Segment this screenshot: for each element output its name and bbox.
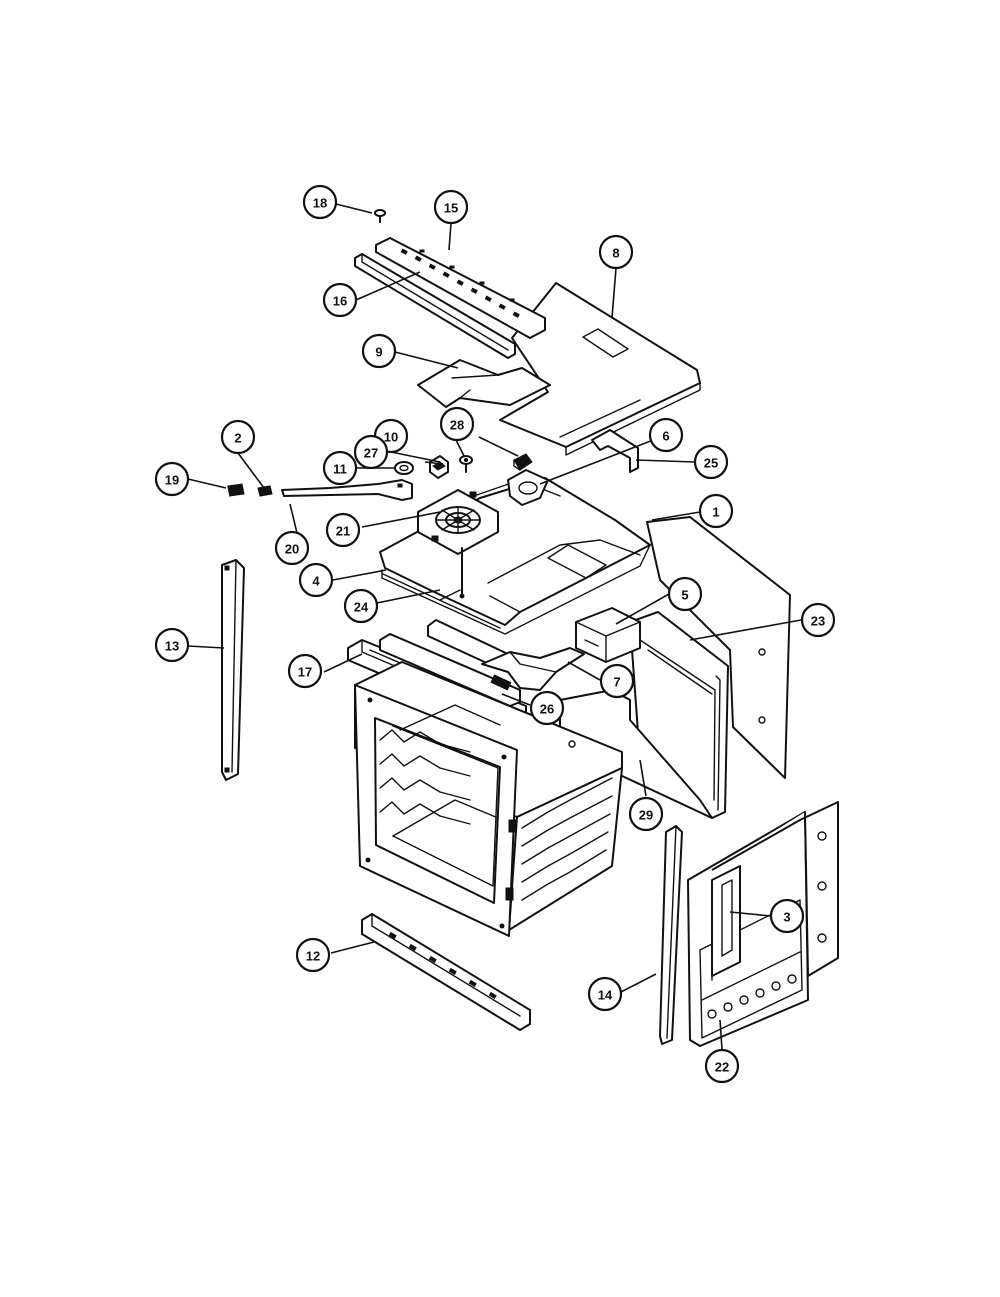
callout-21: 21 (325, 512, 361, 548)
callout-7: 7 (599, 663, 635, 699)
part-bracket-25 (591, 429, 639, 473)
svg-text:26: 26 (540, 702, 554, 717)
callout-22: 22 (704, 1048, 740, 1084)
svg-text:27: 27 (364, 446, 378, 461)
leader-lines (187, 203, 802, 1050)
svg-text:10: 10 (384, 430, 398, 445)
callout-3: 3 (769, 898, 805, 934)
part-side-trim-left (221, 559, 245, 781)
part-wire-harness (281, 479, 413, 501)
svg-text:6: 6 (662, 429, 669, 444)
part-side-trim-right (659, 825, 683, 1045)
callout-12: 12 (295, 937, 331, 973)
svg-text:4: 4 (312, 574, 320, 589)
svg-text:16: 16 (333, 294, 347, 309)
part-trim-strip (354, 253, 516, 359)
part-control-bracket (711, 801, 839, 977)
svg-text:14: 14 (598, 988, 613, 1003)
svg-text:22: 22 (715, 1060, 729, 1075)
svg-text:7: 7 (613, 675, 620, 690)
part-relay-box (575, 607, 641, 663)
callout-28: 28 (439, 406, 475, 442)
part-top-cover (499, 282, 701, 456)
svg-text:5: 5 (681, 588, 688, 603)
callout-20: 20 (274, 530, 310, 566)
callout-26: 26 (529, 690, 565, 726)
svg-text:13: 13 (165, 639, 179, 654)
svg-text:25: 25 (704, 456, 718, 471)
svg-text:29: 29 (639, 808, 653, 823)
svg-text:23: 23 (811, 614, 825, 629)
svg-text:1: 1 (712, 505, 719, 520)
svg-text:9: 9 (375, 345, 382, 360)
callout-19: 19 (154, 461, 190, 497)
callout-6: 6 (648, 417, 684, 453)
svg-text:24: 24 (354, 600, 369, 615)
callout-23: 23 (800, 602, 836, 638)
part-screw-18 (374, 209, 386, 223)
svg-text:17: 17 (298, 665, 312, 680)
callout-16: 16 (322, 282, 358, 318)
part-washer-11 (394, 461, 414, 475)
part-insulation-pad (417, 359, 551, 408)
svg-text:28: 28 (450, 418, 464, 433)
callout-25: 25 (693, 444, 729, 480)
part-grommet-10 (459, 455, 473, 473)
svg-text:2: 2 (234, 431, 241, 446)
svg-text:12: 12 (306, 949, 320, 964)
svg-text:8: 8 (612, 246, 619, 261)
part-oven-cavity (354, 661, 623, 937)
svg-text:19: 19 (165, 473, 179, 488)
callout-27: 27 (353, 434, 389, 470)
part-control-panel (375, 237, 546, 339)
svg-text:3: 3 (783, 910, 790, 925)
callout-24: 24 (343, 588, 379, 624)
callout-4: 4 (298, 562, 334, 598)
svg-text:15: 15 (444, 201, 458, 216)
callout-18: 18 (302, 184, 338, 220)
callout-9: 9 (361, 333, 397, 369)
svg-text:20: 20 (285, 542, 299, 557)
part-support-rail (379, 619, 521, 707)
part-connector-2 (257, 485, 273, 497)
part-vent-bracket (507, 469, 549, 506)
callout-15: 15 (433, 189, 469, 225)
svg-text:21: 21 (336, 524, 350, 539)
callout-14: 14 (587, 976, 623, 1012)
callout-5: 5 (667, 576, 703, 612)
callout-17: 17 (287, 653, 323, 689)
callout-1: 1 (698, 493, 734, 529)
callout-8: 8 (598, 234, 634, 270)
part-cooling-fan (417, 489, 499, 555)
part-switch-27 (429, 455, 449, 479)
part-front-control-panel (687, 811, 809, 1047)
callout-2: 2 (220, 419, 256, 455)
svg-text:11: 11 (333, 462, 347, 477)
part-terminal-19 (227, 483, 245, 497)
callout-29: 29 (628, 796, 664, 832)
part-bottom-rail (361, 913, 531, 1031)
callout-11: 11 (322, 450, 358, 486)
part-probe-rod (459, 547, 465, 599)
svg-text:18: 18 (313, 196, 327, 211)
callout-13: 13 (154, 627, 190, 663)
part-clip-28 (513, 453, 533, 471)
